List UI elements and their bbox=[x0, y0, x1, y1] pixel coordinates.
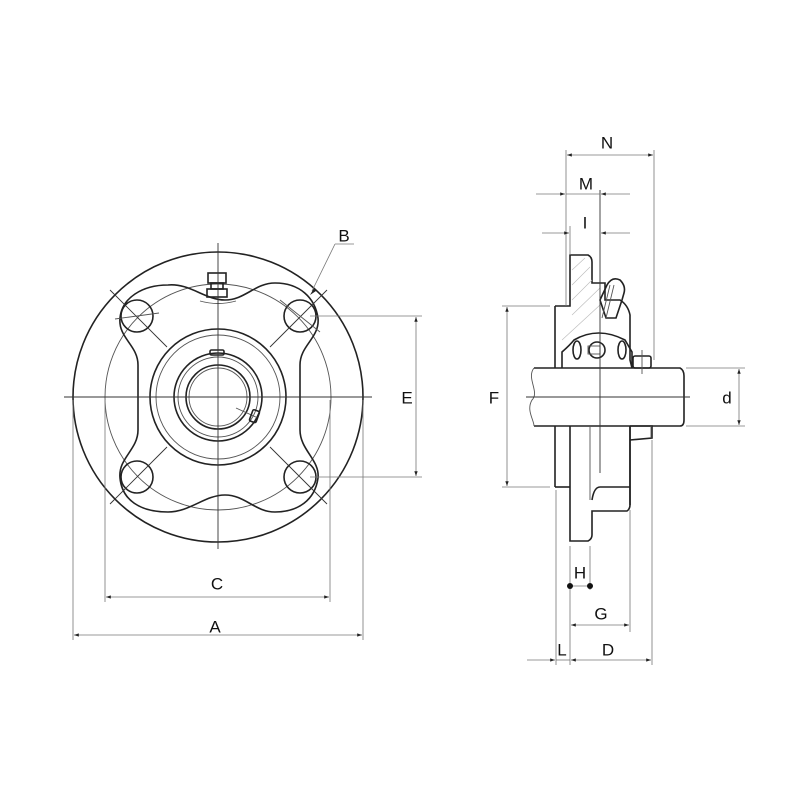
label-g: G bbox=[594, 604, 608, 624]
label-i: I bbox=[582, 213, 588, 233]
label-d-large: D bbox=[601, 640, 615, 660]
front-view bbox=[64, 243, 422, 640]
label-f: F bbox=[488, 388, 500, 408]
label-b: B bbox=[338, 226, 350, 246]
label-c: C bbox=[210, 574, 224, 594]
label-d-small: d bbox=[722, 388, 732, 408]
label-l: L bbox=[557, 640, 567, 660]
side-view bbox=[502, 150, 745, 665]
label-n: N bbox=[600, 133, 614, 153]
label-h: H bbox=[573, 563, 587, 583]
label-e: E bbox=[401, 388, 413, 408]
label-a: A bbox=[209, 617, 221, 637]
label-m: M bbox=[578, 174, 594, 194]
